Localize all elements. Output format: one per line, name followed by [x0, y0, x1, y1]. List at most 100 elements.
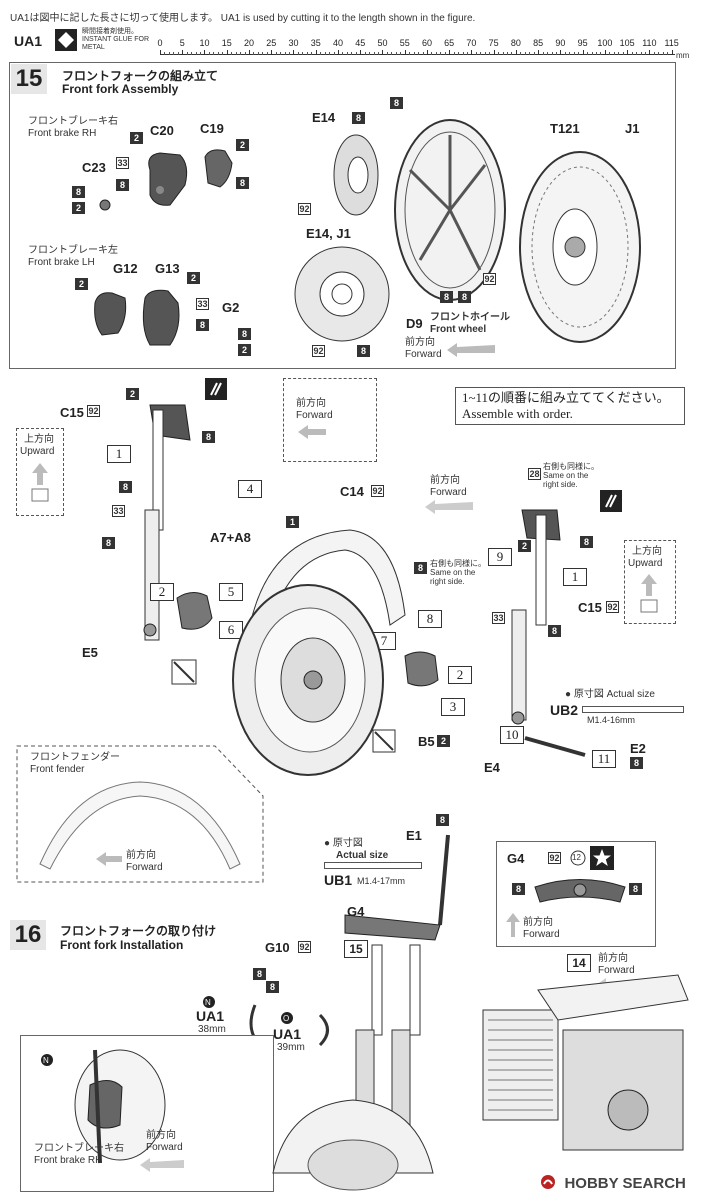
- right-side-jp-2: 右側も同様に。: [543, 462, 599, 471]
- ruler-tick: [248, 50, 250, 55]
- ruler-minor-tick: [631, 52, 633, 55]
- ruler-minor-tick: [622, 52, 624, 55]
- ruler-tick: [404, 50, 406, 55]
- marker-o-label: O: [283, 1014, 290, 1023]
- upward-en-left: Upward: [20, 446, 55, 457]
- ruler-minor-tick: [658, 52, 660, 55]
- step15-title-jp: フロントフォークの組み立て: [62, 69, 219, 83]
- badge-8: 8: [436, 814, 449, 826]
- ruler-minor-tick: [667, 52, 669, 55]
- badge-8: 8: [390, 97, 403, 109]
- front-fender-drawing: [249, 529, 406, 626]
- ruler-minor-tick: [653, 52, 655, 55]
- ruler-minor-tick: [636, 52, 638, 55]
- engine-forward-en: Forward: [598, 965, 635, 976]
- badge-1: 1: [286, 516, 299, 528]
- ruler-minor-tick: [453, 52, 455, 55]
- ruler-minor-tick: [435, 52, 437, 55]
- ruler-minor-tick: [542, 52, 544, 55]
- brake-disc-front-drawing: [294, 246, 390, 342]
- forward-en: Forward: [405, 349, 442, 360]
- ruler-minor-tick: [547, 52, 549, 55]
- ruler-tick-label: 0: [157, 38, 163, 48]
- step-1-left: 1: [107, 445, 131, 463]
- ruler-minor-tick: [502, 52, 504, 55]
- order-note-en: Assemble with order.: [462, 406, 573, 421]
- ruler-minor-tick: [564, 52, 566, 55]
- ub1-screw-drawing: [324, 862, 422, 869]
- no-glue-left-icon: [171, 659, 197, 685]
- ruler-minor-tick: [484, 52, 486, 55]
- ruler-minor-tick: [244, 52, 246, 55]
- badge-92: 92: [87, 405, 100, 417]
- ruler-tick-label: 5: [179, 38, 185, 48]
- ruler-tick: [426, 50, 428, 55]
- ruler-minor-tick: [168, 52, 170, 55]
- ruler-minor-tick: [186, 52, 188, 55]
- step15-number: 15: [11, 64, 47, 94]
- ruler-tick: [293, 50, 295, 55]
- badge-8: 8: [236, 177, 249, 189]
- badge-2: 2: [130, 132, 143, 144]
- badge-8: 8: [629, 883, 642, 895]
- ruler-unit: mm: [676, 51, 690, 60]
- ruler-minor-tick: [217, 52, 219, 55]
- ruler-minor-tick: [555, 52, 557, 55]
- marker-n-label: N: [205, 998, 211, 1007]
- ruler-minor-tick: [200, 52, 202, 55]
- ruler-minor-tick: [391, 52, 393, 55]
- ruler-tick: [271, 50, 273, 55]
- ruler-minor-tick: [329, 52, 331, 55]
- ruler-tick-label: 65: [444, 38, 455, 48]
- part-e5: E5: [82, 645, 98, 660]
- order-note-jp: 1~11の順番に組み立ててください。: [462, 390, 670, 405]
- badge-33: 33: [196, 298, 209, 310]
- right-fork-drawing: [511, 509, 561, 725]
- step-6: 6: [219, 621, 243, 639]
- part-ub1: UB1: [324, 872, 353, 888]
- ruler-minor-tick: [266, 52, 268, 55]
- brake-rh-en: Front brake RH: [28, 128, 97, 139]
- badge-92: 92: [298, 941, 311, 953]
- part-c15-left: C15: [60, 405, 84, 420]
- ruler-minor-tick: [311, 52, 313, 55]
- badge-8: 8: [196, 319, 209, 331]
- ruler-minor-tick: [489, 52, 491, 55]
- watermark-text: HOBBY SEARCH: [564, 1175, 686, 1192]
- ruler-minor-tick: [386, 52, 388, 55]
- part-g4-detail: G4: [507, 851, 525, 866]
- watermark-logo: HOBBY SEARCH: [540, 1172, 686, 1193]
- glue-diamond-icon: [55, 29, 77, 51]
- ruler-tick: [382, 50, 384, 55]
- ruler-minor-tick: [191, 52, 193, 55]
- brake-detail-drawing: [74, 1049, 166, 1164]
- badge-92: 92: [548, 852, 561, 864]
- badge-2: 2: [187, 272, 200, 284]
- ruler-minor-tick: [324, 52, 326, 55]
- right-side-jp: 右側も同様に。: [430, 559, 486, 568]
- ruler-tick-label: 40: [332, 38, 343, 48]
- header-part-label: UA1: [14, 33, 43, 49]
- front-wheel-jp: フロントホイール: [430, 312, 510, 323]
- ruler-minor-tick: [475, 52, 477, 55]
- step-10: 10: [500, 726, 524, 744]
- step-11: 11: [592, 750, 616, 768]
- forward-mid-en: Forward: [430, 487, 467, 498]
- ruler-tick-label: 110: [642, 38, 657, 48]
- ruler-tick-label: 85: [533, 38, 544, 48]
- ruler-tick: [449, 50, 451, 55]
- ruler-minor-tick: [195, 52, 197, 55]
- upward-arrow-icon: [506, 913, 520, 937]
- ruler-tick: [204, 50, 206, 55]
- engine-forward-jp: 前方向: [598, 953, 628, 964]
- badge-2: 2: [518, 540, 531, 552]
- part-g10: G10: [265, 940, 290, 955]
- ruler-minor-tick: [662, 52, 664, 55]
- badge-8: 8: [116, 179, 129, 191]
- ruler-tick-label: 95: [577, 38, 588, 48]
- brake-rh-jp: フロントブレーキ右: [28, 116, 118, 127]
- ruler-minor-tick: [400, 52, 402, 55]
- marker-o-icon: [281, 1012, 293, 1024]
- ruler-minor-tick: [609, 52, 611, 55]
